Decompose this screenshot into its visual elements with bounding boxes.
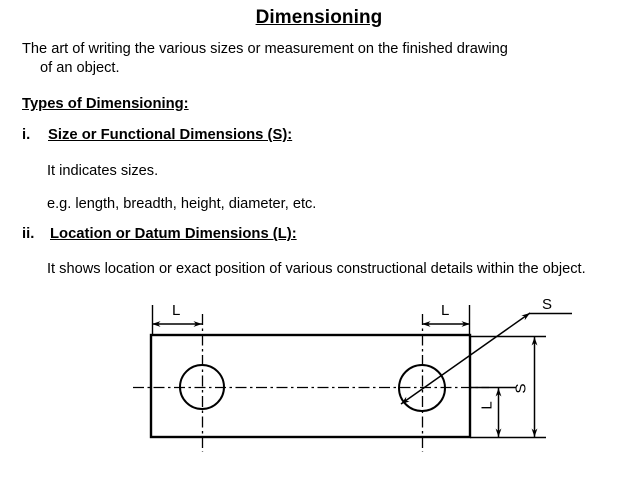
dim-label-diameter-S: S [542, 296, 553, 313]
list-item-size-dimensions: i. Size or Functional Dimensions (S): [22, 127, 442, 147]
hole-left [179, 364, 225, 410]
types-of-dimensioning-heading: Types of Dimensioning: [22, 96, 189, 112]
list-label-size-dimensions: Size or Functional Dimensions (S): [48, 127, 293, 143]
dim-label-L-height: L [478, 401, 496, 410]
dim-label-right-L: L [441, 302, 450, 319]
page-title: Dimensioning [255, 7, 383, 28]
list-marker-i: i. [22, 127, 31, 143]
leader-line-diameter-S [400, 312, 531, 405]
intro-line-2: of an object. [40, 60, 120, 76]
intro-paragraph: The art of writing the various sizes or … [22, 40, 622, 78]
location-detail-line-1: It shows location or exact position of v… [47, 261, 515, 277]
list-item-location-dimensions: ii. Location or Datum Dimensions (L): [22, 226, 442, 246]
list-label-location-dimensions: Location or Datum Dimensions (L): [50, 226, 297, 242]
list-marker-ii: ii. [22, 226, 35, 242]
dim-label-S-height: S [512, 383, 530, 394]
location-detail-line-2: the object. [518, 261, 586, 277]
intro-line-1: The art of writing the various sizes or … [22, 41, 508, 57]
dim-label-left-L: L [172, 302, 181, 319]
size-dimensions-detail-2: e.g. length, breadth, height, diameter, … [47, 196, 317, 212]
location-dimensions-detail: It shows location or exact position of v… [47, 260, 622, 279]
size-dimensions-detail-1: It indicates sizes. [47, 163, 159, 179]
plate-outline [149, 333, 472, 439]
hole-right [398, 364, 446, 412]
